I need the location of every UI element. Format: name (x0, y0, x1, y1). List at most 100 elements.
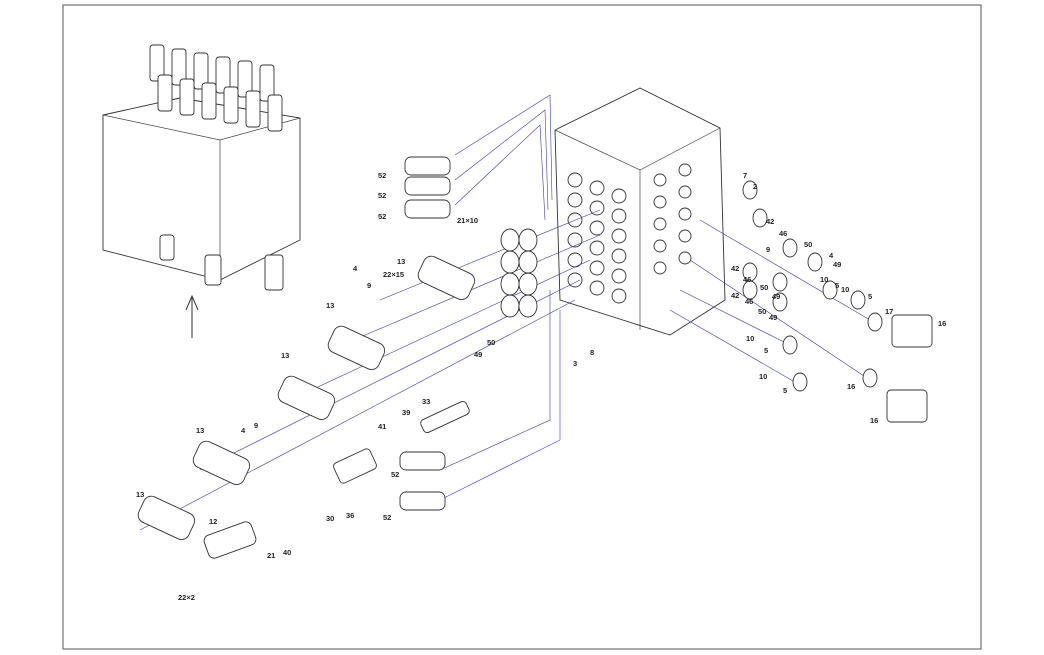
port-hole (611, 248, 627, 264)
exploded-parts (137, 156, 933, 559)
plug (404, 176, 451, 196)
callout-label: 4 (829, 251, 834, 260)
port-hole (611, 288, 627, 304)
callout-label: 4 (353, 264, 358, 273)
relief-valve-block (886, 389, 928, 423)
drawing-frame (62, 4, 982, 650)
relief-valve-block (891, 314, 933, 348)
cover (192, 440, 251, 485)
seal-part (752, 208, 768, 228)
port-hole (611, 188, 627, 204)
callout-label: 33 (422, 397, 430, 406)
spool-cap (203, 521, 257, 559)
callout-label: 17 (885, 307, 893, 316)
callout-label: 12 (209, 517, 217, 526)
callout-label: 50 (804, 240, 812, 249)
callout-label: 5 (764, 346, 768, 355)
port-hole (678, 185, 692, 199)
seal-part (867, 312, 883, 332)
o-ring (518, 294, 538, 318)
seal-part (792, 372, 808, 392)
callout-label: 40 (283, 548, 291, 557)
callout-label: 13 (196, 426, 204, 435)
plug (404, 199, 451, 219)
port-hole (653, 173, 667, 187)
callout-label: 16 (870, 416, 878, 425)
o-ring (500, 228, 520, 252)
view-direction-arrow-icon (185, 294, 199, 338)
port-hole (589, 220, 605, 236)
callout-label: 8 (590, 348, 594, 357)
callout-label: 22×15 (383, 270, 404, 279)
seal-part (772, 292, 788, 312)
callout-label: 5 (783, 386, 787, 395)
seal-part (742, 280, 758, 300)
callout-label: 52 (378, 171, 386, 180)
port-hole (611, 208, 627, 224)
port-hole (653, 261, 667, 275)
o-ring (500, 250, 520, 274)
valve-cartridge (237, 60, 253, 98)
callout-label: 30 (326, 514, 334, 523)
callout-label: 42 (731, 264, 739, 273)
cover (327, 325, 386, 370)
callout-label: 50 (487, 338, 495, 347)
callout-label: 46 (745, 297, 753, 306)
seal-part (782, 335, 798, 355)
callout-label: 3 (573, 359, 577, 368)
port-hole (678, 163, 692, 177)
plug (404, 156, 451, 176)
callout-label: 9 (254, 421, 258, 430)
callout-label: 13 (326, 301, 334, 310)
valve-cartridge (179, 78, 195, 116)
port-hole (653, 195, 667, 209)
callout-label: 49 (474, 350, 482, 359)
seal-part (772, 272, 788, 292)
port-hole (589, 200, 605, 216)
seal-part (807, 252, 823, 272)
cover (277, 375, 336, 420)
o-ring (500, 294, 520, 318)
plug (399, 451, 446, 471)
plug (399, 491, 446, 511)
callout-label: 42 (731, 291, 739, 300)
callout-label: 10 (841, 285, 849, 294)
callout-label: 52 (378, 212, 386, 221)
seal-part (782, 238, 798, 258)
callout-label: 16 (938, 319, 946, 328)
port-hole (611, 228, 627, 244)
callout-label: 10 (820, 275, 828, 284)
seal-part (850, 290, 866, 310)
callout-label: 10 (759, 372, 767, 381)
callout-label: 5 (868, 292, 872, 301)
callout-label: 16 (847, 382, 855, 391)
port-hole (589, 240, 605, 256)
port-hole (653, 239, 667, 253)
valve-cartridge (201, 82, 217, 120)
port-hole (678, 251, 692, 265)
seal-part (862, 368, 878, 388)
valve-cartridge (193, 52, 209, 90)
port-hole (611, 268, 627, 284)
o-ring (518, 272, 538, 296)
o-ring (518, 228, 538, 252)
spring (333, 448, 377, 484)
port-hole (678, 229, 692, 243)
callout-label: 46 (743, 275, 751, 284)
valve-cartridge (215, 56, 231, 94)
callout-label: 39 (402, 408, 410, 417)
port-hole (678, 207, 692, 221)
callout-label: 42 (766, 217, 774, 226)
callout-label: 13 (281, 351, 289, 360)
callout-label: 7 (743, 171, 747, 180)
callout-label: 13 (397, 257, 405, 266)
callout-label: 9 (367, 281, 371, 290)
callout-label: 36 (346, 511, 354, 520)
callout-label: 50 (760, 283, 768, 292)
callout-label: 9 (766, 245, 770, 254)
valve-cartridge (171, 48, 187, 86)
main-valve-body (554, 87, 726, 336)
port-hole (589, 280, 605, 296)
